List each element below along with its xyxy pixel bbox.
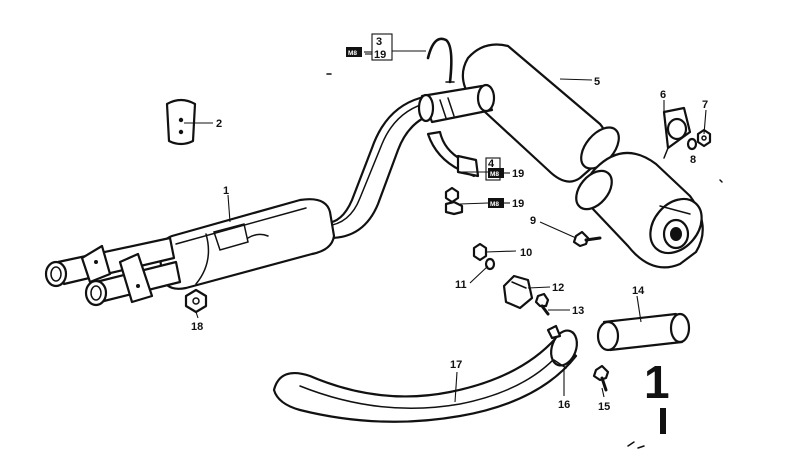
part-3-hanger <box>426 37 455 84</box>
leader-lines <box>184 50 707 403</box>
callout-12: 12 <box>552 282 564 294</box>
part-4-strap <box>426 130 480 178</box>
part-12-bracket <box>502 274 534 310</box>
part-19-fasteners <box>444 186 464 216</box>
part-13-bolt <box>534 292 550 316</box>
callout-3: 3 <box>376 36 382 48</box>
callout-bracket-3-19 <box>364 33 393 61</box>
part-15-bolt <box>592 364 610 392</box>
svg-text:M8: M8 <box>348 50 357 57</box>
part-17-curved-pipe <box>272 336 578 423</box>
svg-text:1: 1 <box>644 356 670 408</box>
m8-tag-1: M8 <box>346 47 362 57</box>
callout-5: 5 <box>594 76 600 88</box>
callout-8: 8 <box>690 154 696 166</box>
part-10-nut <box>472 242 488 262</box>
part-9-bolt <box>572 230 602 248</box>
callout-7: 7 <box>702 99 708 111</box>
callout-11: 11 <box>455 279 467 291</box>
callout-6: 6 <box>660 89 666 101</box>
callout-13: 13 <box>572 305 584 317</box>
part-6-clamp <box>662 106 692 159</box>
callout-numbers: 1 2 3 4 5 6 7 8 9 10 11 12 13 14 15 16 1… <box>191 36 708 413</box>
callout-19c: 19 <box>512 198 524 210</box>
corner-mark: 1 <box>627 356 670 449</box>
part-1-front-muffler-assembly <box>44 92 442 307</box>
callout-4: 4 <box>488 158 495 170</box>
callout-19b: 19 <box>512 168 524 180</box>
callout-16: 16 <box>558 399 570 411</box>
part-14-tailpipe <box>596 312 691 352</box>
callout-2: 2 <box>216 118 222 130</box>
callout-15: 15 <box>598 401 610 413</box>
part-8-washer <box>686 137 698 151</box>
callout-17: 17 <box>450 359 462 371</box>
callout-18: 18 <box>191 321 203 333</box>
callout-bracket-4-19 <box>485 157 501 181</box>
svg-text:M8: M8 <box>490 171 499 178</box>
m8-tag-2: M8 <box>488 168 504 178</box>
part-16-clamp <box>546 324 578 369</box>
callout-1: 1 <box>223 185 229 197</box>
m8-tag-3: M8 <box>488 198 504 208</box>
callout-19a: 19 <box>374 49 386 61</box>
callout-9: 9 <box>530 215 536 227</box>
dash-markers <box>365 53 510 204</box>
part-2-bracket <box>165 98 197 146</box>
part-5-rear-muffler-lower <box>575 151 704 269</box>
scan-marks <box>326 73 723 183</box>
callout-10: 10 <box>520 247 532 259</box>
part-18-nut <box>184 288 208 314</box>
callout-14: 14 <box>632 285 645 297</box>
svg-text:M8: M8 <box>490 201 499 208</box>
